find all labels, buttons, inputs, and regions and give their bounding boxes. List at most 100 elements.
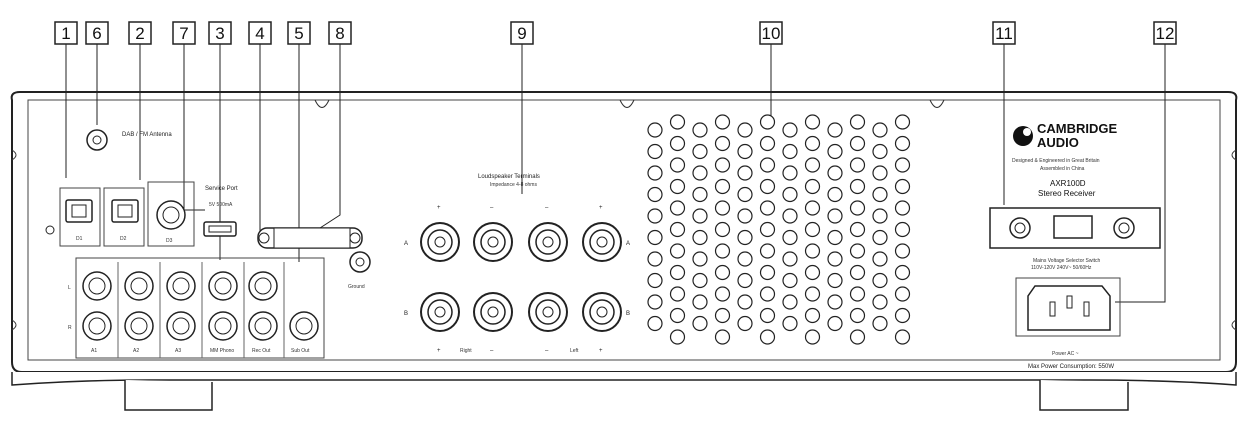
vent-hole — [692, 165, 708, 181]
vent-hole — [714, 329, 731, 345]
vent-hole — [737, 272, 753, 289]
selector-spec: 110V-120V 240V~ 50/60Hz — [1031, 265, 1092, 271]
vent-hole — [759, 264, 776, 281]
chassis-base — [11, 372, 1237, 386]
vent-hole — [669, 286, 686, 302]
vent-hole — [804, 307, 821, 324]
vent-hole — [669, 135, 686, 152]
designed-in-text: Designed & Engineered in Great Britain — [1012, 158, 1100, 164]
vent-hole — [669, 157, 686, 173]
plus-sign: + — [437, 205, 441, 211]
vent-hole — [714, 221, 731, 238]
vent-hole — [669, 114, 686, 130]
vent-hole — [714, 178, 731, 195]
vent-hole — [692, 208, 708, 224]
vent-hole — [872, 272, 888, 289]
power-ac-label: Power AC ~ — [1052, 351, 1079, 357]
minus-sign: – — [545, 348, 549, 354]
vent-hole — [849, 157, 866, 173]
vent-hole — [894, 157, 911, 173]
vent-hole — [782, 229, 798, 246]
callout-1: 1 — [61, 24, 70, 43]
vent-hole — [714, 307, 731, 324]
vent-hole — [782, 165, 798, 181]
callout-10: 10 — [762, 24, 781, 43]
d2-label: D2 — [120, 236, 127, 242]
brand-line1: CAMBRIDGE — [1037, 121, 1117, 136]
voltage-selector-switch[interactable] — [1053, 215, 1093, 239]
vent-hole — [759, 135, 776, 152]
vent-hole — [827, 122, 843, 138]
vent-hole — [894, 114, 911, 130]
vent-hole — [827, 315, 843, 332]
vent-hole — [804, 286, 821, 302]
vent-hole — [669, 307, 686, 324]
vent-hole — [647, 315, 663, 332]
plus-sign: + — [437, 348, 441, 354]
ground-label: Ground — [348, 284, 365, 290]
a3-label: A3 — [175, 348, 181, 354]
vent-hole — [827, 229, 843, 246]
loudspeaker-impedance: Impedance 4-8 ohms — [490, 182, 537, 188]
vent-hole — [714, 286, 731, 302]
callout-4: 4 — [255, 24, 264, 43]
callout-12: 12 — [1156, 24, 1175, 43]
callout-7: 7 — [179, 24, 188, 43]
minus-sign: – — [490, 205, 494, 211]
vent-hole — [759, 114, 776, 130]
vent-hole — [849, 200, 866, 216]
vent-hole — [782, 208, 798, 224]
vent-hole — [872, 229, 888, 246]
vent-hole — [894, 286, 911, 302]
vent-hole — [737, 122, 753, 138]
brand-line2: AUDIO — [1037, 135, 1079, 150]
right-channel-label: R — [68, 325, 72, 331]
vent-hole — [804, 135, 821, 152]
vent-hole — [647, 251, 663, 267]
vent-hole — [782, 186, 798, 203]
vent-hole — [804, 157, 821, 173]
vent-hole — [827, 186, 843, 203]
chassis-outline — [10, 91, 1238, 373]
callout-2: 2 — [135, 24, 144, 43]
sub-out-label: Sub Out — [291, 348, 310, 354]
service-port-spec: 5V 500mA — [209, 202, 233, 208]
cambridge-audio-logo — [1013, 126, 1033, 146]
vent-hole — [647, 143, 663, 160]
vent-hole — [714, 114, 731, 130]
vent-hole — [872, 315, 888, 332]
a1-label: A1 — [91, 348, 97, 354]
vent-hole — [804, 200, 821, 216]
vent-hole — [804, 264, 821, 281]
vent-hole — [737, 229, 753, 246]
right-label: Right — [460, 348, 472, 354]
vent-hole — [827, 208, 843, 224]
vent-hole — [669, 221, 686, 238]
vent-hole — [669, 264, 686, 281]
vent-hole — [692, 186, 708, 203]
vent-hole — [692, 294, 708, 310]
vent-hole — [737, 143, 753, 160]
vent-hole — [759, 221, 776, 238]
leader-lines — [65, 44, 1166, 303]
d1-label: D1 — [76, 236, 83, 242]
row-b-label: B — [404, 311, 408, 317]
vent-hole — [782, 143, 798, 160]
vent-hole — [872, 165, 888, 181]
vent-hole — [647, 229, 663, 246]
vent-hole — [849, 114, 866, 130]
analog-jacks[interactable] — [82, 271, 319, 341]
foot-left — [124, 380, 213, 411]
vent-hole — [872, 251, 888, 267]
minus-sign: – — [545, 205, 549, 211]
vent-hole — [872, 294, 888, 310]
vent-hole — [759, 200, 776, 216]
vent-hole — [714, 243, 731, 259]
callout-6: 6 — [92, 24, 101, 43]
vent-hole — [692, 315, 708, 332]
speaker-terminals[interactable] — [420, 222, 622, 332]
model-name: AXR100D — [1050, 179, 1086, 188]
vent-hole — [782, 294, 798, 310]
vent-hole — [804, 243, 821, 259]
vent-hole — [894, 221, 911, 238]
